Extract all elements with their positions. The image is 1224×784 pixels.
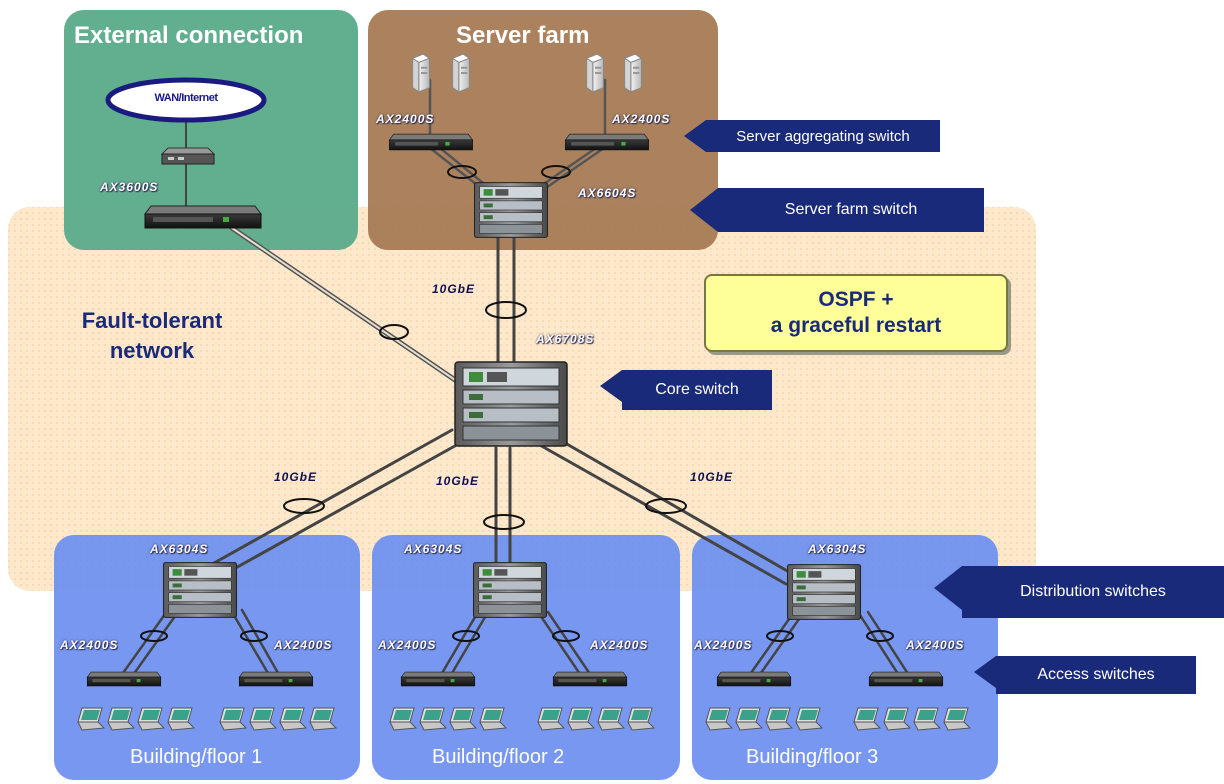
distribution-switch-icon	[786, 563, 862, 621]
access-switch-icon	[716, 671, 792, 687]
callout-access: Access switches	[974, 656, 1196, 694]
cloud-label: WAN/Internet	[154, 92, 218, 104]
callout-server-aggregating: Server aggregating switch	[684, 120, 940, 152]
access-3a-label: AX2400S	[694, 638, 753, 652]
access-switch-icon	[868, 671, 944, 687]
external-connection-region	[64, 10, 358, 250]
fault-tolerant-line2: network	[109, 338, 195, 363]
ospf-line1: OSPF +	[818, 288, 894, 311]
distribution-switch-icon	[162, 561, 238, 619]
link-label-server: 10GbE	[432, 282, 476, 296]
access-switch-icon	[400, 671, 476, 687]
core-switch-icon	[454, 361, 568, 447]
server-farm-title: Server farm	[456, 22, 590, 49]
access-switch-icon	[552, 671, 628, 687]
fault-tolerant-label: Fault-tolerant network	[52, 306, 252, 366]
access-switch-icon	[238, 671, 314, 687]
fault-tolerant-line1: Fault-tolerant	[81, 308, 223, 333]
aggregation-marks	[140, 165, 894, 642]
dist-3-label: AX6304S	[808, 542, 867, 556]
external-connection-title: External connection	[74, 22, 304, 49]
edge-switch-icon	[144, 205, 262, 229]
link-label-b2: 10GbE	[436, 474, 480, 488]
access-1b-label: AX2400S	[274, 638, 333, 652]
server-icon	[412, 53, 430, 93]
access-1a-label: AX2400S	[60, 638, 119, 652]
ospf-line2: a graceful restart	[770, 314, 942, 337]
access-2a-label: AX2400S	[378, 638, 437, 652]
server-icon	[452, 53, 470, 93]
building-3-label: Building/floor 3	[746, 746, 879, 768]
server-aggregating-switch-icon	[389, 133, 473, 151]
callout-core: Core switch	[600, 370, 772, 410]
core-switch-label: AX6708S	[536, 332, 595, 346]
building-1-label: Building/floor 1	[130, 746, 263, 768]
building-2-label: Building/floor 2	[432, 746, 565, 768]
access-2b-label: AX2400S	[590, 638, 649, 652]
link-label-b1: 10GbE	[274, 470, 318, 484]
edge-switch-label: AX3600S	[100, 180, 159, 194]
access-switch-icon	[86, 671, 162, 687]
server-agg-left-label: AX2400S	[376, 112, 435, 126]
dist-2-label: AX6304S	[404, 542, 463, 556]
dist-1-label: AX6304S	[150, 542, 209, 556]
cloud-icon	[105, 77, 267, 123]
server-farm-switch-label: AX6604S	[578, 186, 637, 200]
server-icon	[624, 53, 642, 93]
ospf-note: OSPF + a graceful restart	[704, 274, 1008, 352]
callout-distribution: Distribution switches	[934, 566, 1224, 618]
distribution-switch-icon	[472, 561, 548, 619]
server-farm-switch-icon	[473, 181, 549, 239]
callout-server-farm: Server farm switch	[690, 188, 984, 232]
server-icon	[586, 53, 604, 93]
server-agg-right-label: AX2400S	[612, 112, 671, 126]
router-icon	[160, 147, 216, 165]
access-3b-label: AX2400S	[906, 638, 965, 652]
link-label-b3: 10GbE	[690, 470, 734, 484]
server-aggregating-switch-icon	[565, 133, 649, 151]
